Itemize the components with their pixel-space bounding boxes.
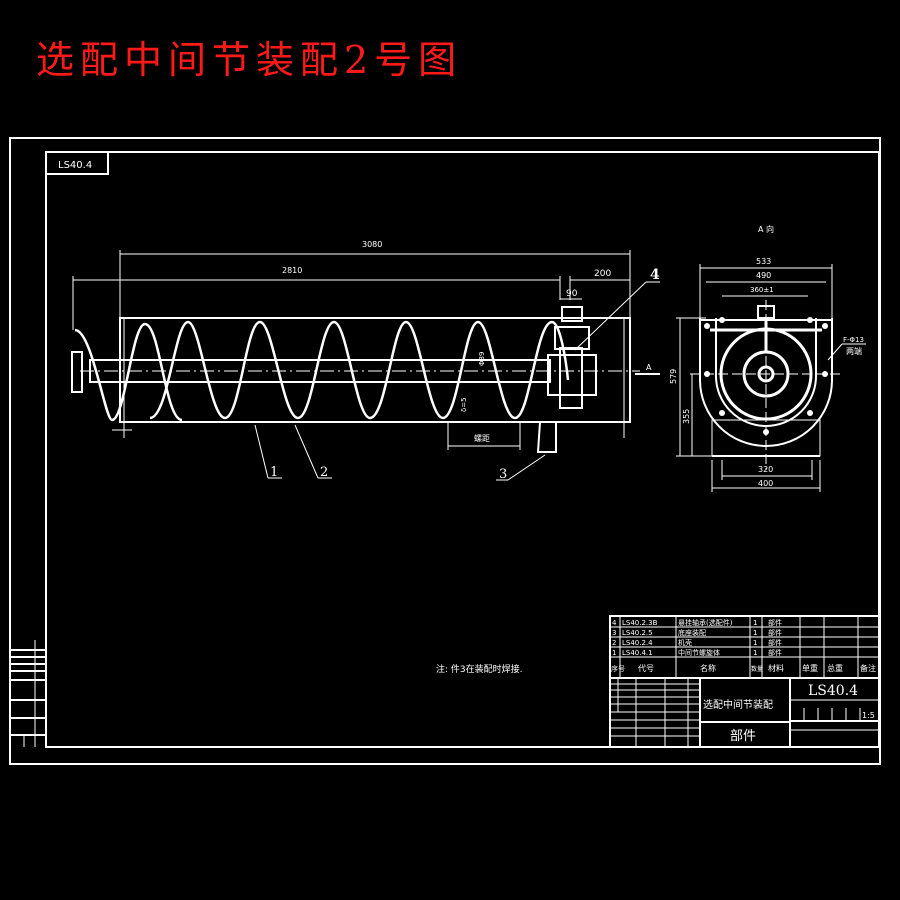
- bom-cell: 部件: [768, 628, 782, 637]
- bom-header: 总重: [827, 663, 843, 673]
- bom-cell: LS40.2.5: [622, 629, 653, 637]
- section-view-label: A 向: [758, 224, 774, 234]
- corner-code: LS40.4: [58, 160, 92, 171]
- bom-cell: 部件: [768, 648, 782, 657]
- bom-cell: 部件: [768, 618, 782, 627]
- view-marker: A: [646, 363, 652, 372]
- corner-code-box: [45, 151, 109, 175]
- dim-base-inner: 320: [758, 465, 773, 474]
- dim-width-outer: 533: [756, 257, 771, 266]
- dim-shaft-dia: Φ89: [478, 352, 486, 366]
- bom-header: 代号: [638, 663, 654, 673]
- section-view: [676, 264, 866, 492]
- bom-cell: 1: [612, 649, 616, 657]
- bom-header: 单重: [802, 663, 818, 673]
- bom-cell: 1: [753, 619, 757, 627]
- hanger-bearing: [547, 306, 597, 409]
- bom-cell: 底座装配: [678, 628, 706, 637]
- bom-header: 数量: [751, 665, 763, 673]
- dim-pitch: 螺距: [474, 433, 490, 443]
- hole-note-2: 两端: [846, 346, 862, 356]
- dim-blade-label: δ=5: [460, 397, 468, 412]
- bom-header: 备注: [860, 663, 876, 673]
- inner-border: [45, 151, 880, 748]
- bom-cell: 部件: [768, 638, 782, 647]
- dim-height-center: 355: [682, 409, 691, 424]
- bom-cell: 4: [612, 619, 617, 627]
- bom-cell: LS40.4.1: [622, 649, 653, 657]
- dim-width-inner: 360±1: [750, 286, 774, 294]
- bom-cell: 3: [612, 629, 616, 637]
- dim-body-length: 2810: [282, 266, 302, 275]
- balloon-2: 2: [320, 465, 328, 480]
- bom-cell: 2: [612, 639, 616, 647]
- bom-cell: 1: [753, 629, 757, 637]
- base-bracket: [536, 421, 557, 453]
- balloon-4: 4: [650, 267, 660, 283]
- balloon-3: 3: [499, 467, 507, 482]
- dim-overall-length: 3080: [362, 240, 382, 249]
- left-flange: [71, 351, 83, 393]
- hole-note: F-Φ13: [843, 336, 864, 344]
- left-signature-strip: [10, 640, 46, 747]
- bom-header: 序号: [611, 664, 625, 673]
- bom-cell: 机壳: [678, 638, 692, 647]
- assembly-note: 注: 件3在装配时焊接.: [436, 663, 522, 675]
- dim-base-outer: 400: [758, 479, 773, 488]
- bom-cell: LS40.2.4: [622, 639, 653, 647]
- dim-height-total: 579: [669, 369, 678, 384]
- bom-cell: LS40.2.3B: [622, 619, 658, 627]
- page-title: 选配中间节装配2号图: [36, 38, 463, 82]
- bom-cell: 1: [753, 649, 757, 657]
- trough-casing: [119, 317, 631, 423]
- dim-width-flange: 490: [756, 271, 771, 280]
- bom-header: 材料: [768, 663, 784, 673]
- title-block-part-name: 选配中间节装配: [703, 698, 773, 711]
- title-block-type: 部件: [730, 729, 756, 744]
- bom-cell: 悬挂轴承(选配件): [678, 618, 733, 627]
- bom-table: [609, 615, 880, 748]
- balloon-1: 1: [270, 465, 278, 480]
- title-block-scale: 1:5: [862, 711, 875, 720]
- bom-header: 名称: [700, 663, 716, 673]
- title-block-drawing-no: LS40.4: [808, 683, 858, 699]
- dim-end-offset: 200: [594, 269, 611, 279]
- dim-bearing-width: 90: [566, 289, 578, 299]
- bom-cell: 1: [753, 639, 757, 647]
- bom-cell: 中间节螺旋体: [678, 648, 720, 657]
